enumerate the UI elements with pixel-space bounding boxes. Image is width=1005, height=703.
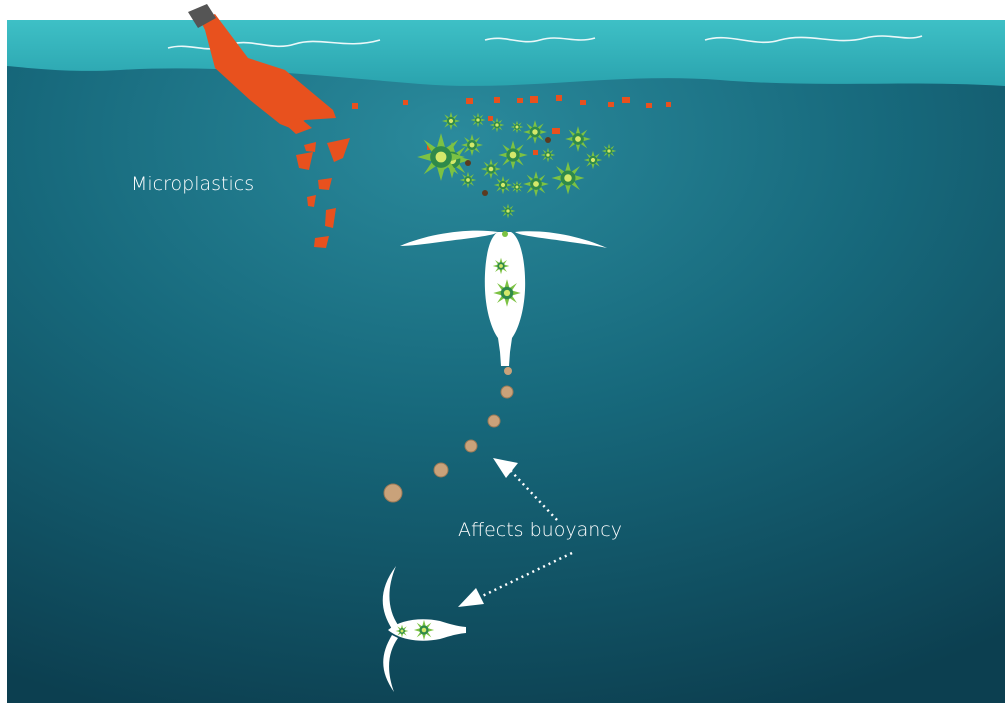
microplastics-label: Microplastics [131,173,254,195]
affects-buoyancy-label: Affects buoyancy [458,519,622,541]
